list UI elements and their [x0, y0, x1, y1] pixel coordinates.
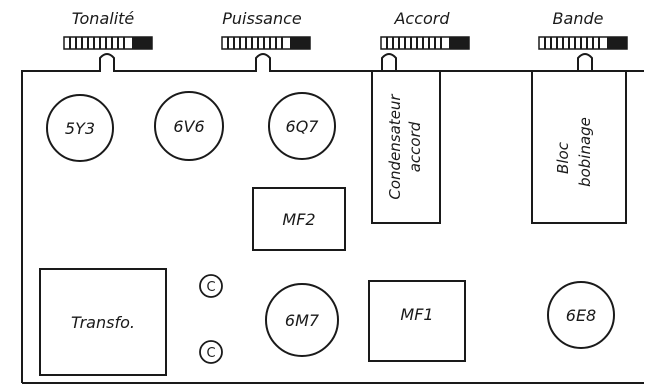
puissance-knob-label: Puissance — [222, 9, 302, 28]
bloc-label-line2: bobinage — [576, 117, 594, 187]
tube-6v6: 6V6 — [154, 91, 224, 161]
bande-knob-shaft — [577, 53, 593, 72]
tonalite-knob-scale — [63, 36, 153, 50]
bande-knob: Bande — [538, 9, 628, 72]
tonalite-knob-shaft — [99, 53, 115, 72]
transfo-label: Transfo. — [71, 313, 135, 332]
mf1-label: MF1 — [400, 305, 433, 324]
tube-5y3-label: 5Y3 — [65, 119, 95, 138]
condensateur-accord-box: Condensateur accord — [371, 70, 441, 224]
condensateur-label-line2: accord — [406, 121, 424, 172]
bloc-label-line1: Bloc — [554, 141, 572, 174]
condensateur-label-line1: Condensateur — [386, 94, 404, 200]
bande-knob-label: Bande — [553, 9, 604, 28]
tube-6v6-label: 6V6 — [173, 117, 204, 136]
accord-knob: Accord — [380, 9, 470, 72]
tube-5y3: 5Y3 — [46, 94, 114, 162]
mf2-label: MF2 — [282, 210, 315, 229]
transfo-box: Transfo. — [39, 268, 167, 376]
tube-6e8: 6E8 — [547, 281, 615, 349]
capacitor-top-label: C — [206, 280, 215, 295]
capacitor-bottom-label: C — [206, 346, 215, 361]
tonalite-knob-label: Tonalité — [72, 9, 135, 28]
mf1-box: MF1 — [368, 280, 466, 362]
tube-6q7-label: 6Q7 — [286, 117, 320, 136]
accord-knob-scale — [380, 36, 470, 50]
puissance-knob-shaft — [255, 53, 271, 72]
capacitor-top: C — [199, 274, 223, 298]
accord-knob-shaft — [381, 53, 397, 72]
accord-knob-label: Accord — [393, 9, 450, 28]
bande-knob-scale — [538, 36, 628, 50]
puissance-knob-scale — [221, 36, 311, 50]
tonalite-knob: Tonalité — [63, 9, 153, 72]
tube-6m7-label: 6M7 — [285, 311, 320, 330]
tube-6q7: 6Q7 — [268, 92, 336, 160]
bloc-bobinage-box: Bloc bobinage — [531, 70, 627, 224]
capacitor-bottom: C — [199, 340, 223, 364]
mf2-box: MF2 — [252, 187, 346, 251]
puissance-knob: Puissance — [221, 9, 311, 72]
tube-6m7: 6M7 — [265, 283, 339, 357]
tube-6e8-label: 6E8 — [566, 306, 596, 325]
